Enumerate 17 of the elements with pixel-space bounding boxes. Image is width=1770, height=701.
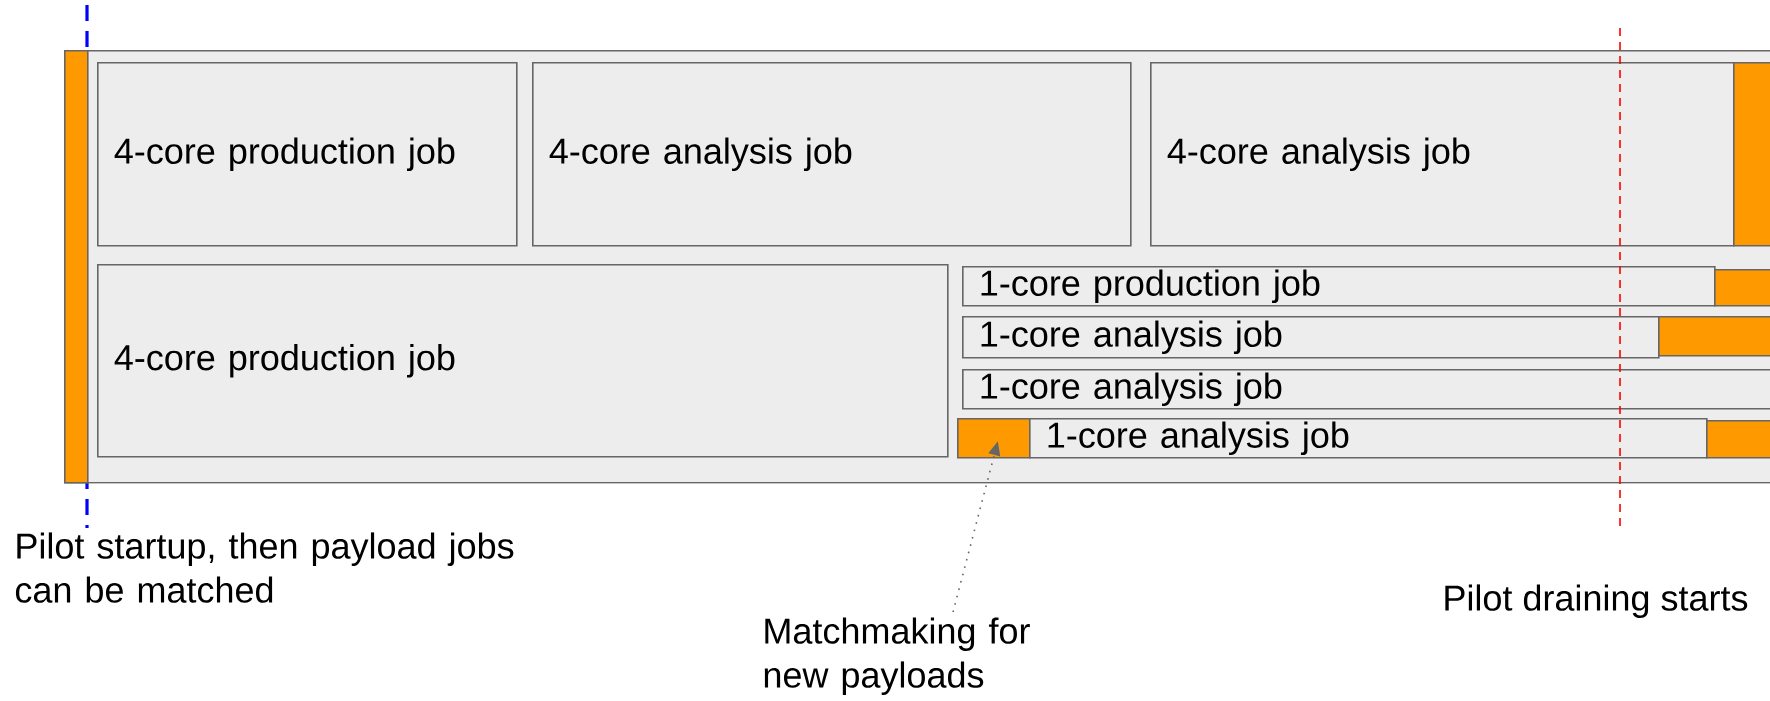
caption-text: Pilot draining starts <box>1445 584 1748 618</box>
job-box: 4-core analysis job <box>532 62 1132 247</box>
job-box: 1-core analysis job <box>1029 418 1708 459</box>
overhead-bar <box>1706 420 1770 459</box>
job-box: 1-core production job <box>962 266 1716 307</box>
overhead-bar <box>64 50 89 484</box>
annotation-text: Matchmaking for new payloads <box>764 617 1030 695</box>
job-box: 4-core production job <box>97 62 518 247</box>
job-box: 4-core analysis job <box>1150 62 1735 247</box>
overhead-bar <box>1658 316 1770 357</box>
job-box: 1-core analysis job <box>962 316 1660 359</box>
job-box: 1-core analysis job <box>962 369 1770 410</box>
overhead-bar <box>1733 62 1770 247</box>
caption-text: Pilot startup, then payload jobs can be matched <box>15 532 514 603</box>
overhead-bar <box>957 418 1031 459</box>
overhead-bar <box>1714 269 1770 307</box>
job-box: 4-core production job <box>97 264 949 458</box>
